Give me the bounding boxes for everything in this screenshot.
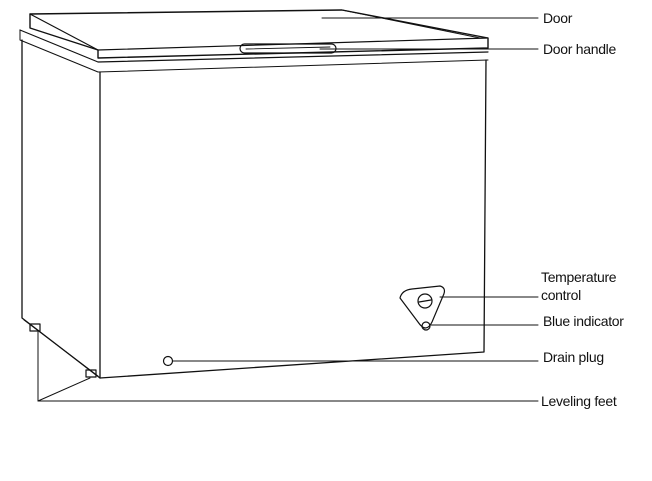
leader-leveling-feet-right	[37, 377, 91, 402]
freezer-door	[19, 9, 489, 73]
callout-labels: Door Door handle Temperature control Blu…	[541, 10, 625, 409]
leader-lines	[37, 17, 539, 402]
label-drain-plug: Drain plug	[543, 349, 604, 365]
temperature-control	[399, 285, 446, 329]
leader-leveling-feet-left	[37, 331, 539, 402]
freezer-cabinet	[21, 39, 487, 379]
blue-indicator-light	[421, 321, 431, 331]
label-door: Door	[543, 10, 573, 26]
label-temperature-control-line2: control	[541, 287, 581, 303]
leveling-feet	[29, 323, 97, 378]
label-blue-indicator: Blue indicator	[543, 313, 624, 329]
label-door-handle: Door handle	[543, 41, 616, 57]
label-leveling-feet: Leveling feet	[541, 393, 617, 409]
drain-plug	[162, 355, 174, 367]
label-temperature-control-line1: Temperature	[541, 269, 617, 285]
